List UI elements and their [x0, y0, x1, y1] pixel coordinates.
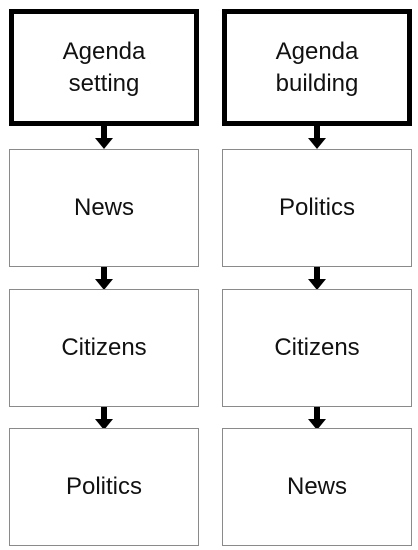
down-arrow-icon: [308, 126, 326, 149]
agenda-setting-step-label: Politics: [65, 473, 143, 500]
down-arrow-icon: [95, 126, 113, 149]
agenda-setting-step-box: Citizens: [9, 289, 199, 407]
agenda-setting-step-label: News: [73, 194, 134, 221]
down-arrow-icon: [95, 407, 113, 430]
agenda-building-step-box: Citizens: [222, 289, 412, 407]
agenda-building-step-label: Politics: [278, 194, 356, 221]
agenda-building-step-label: News: [286, 473, 347, 500]
agenda-setting-header-box: Agenda setting: [9, 9, 199, 126]
agenda-building-step-label: Citizens: [274, 334, 360, 361]
agenda-building-header-box: Agenda building: [222, 9, 412, 126]
agenda-setting-step-box: News: [9, 149, 199, 267]
agenda-building-step-box: News: [222, 428, 412, 546]
agenda-building-step-box: Politics: [222, 149, 412, 267]
agenda-building-title: Agenda building: [275, 37, 359, 97]
down-arrow-icon: [308, 267, 326, 290]
down-arrow-icon: [95, 267, 113, 290]
down-arrow-icon: [308, 407, 326, 430]
agenda-setting-step-label: Citizens: [61, 334, 147, 361]
agenda-setting-column: Agenda setting News Citizens Politics: [9, 0, 199, 550]
agenda-setting-title: Agenda setting: [62, 37, 146, 97]
agenda-building-column: Agenda building Politics Citizens News: [222, 0, 412, 550]
agenda-setting-step-box: Politics: [9, 428, 199, 546]
